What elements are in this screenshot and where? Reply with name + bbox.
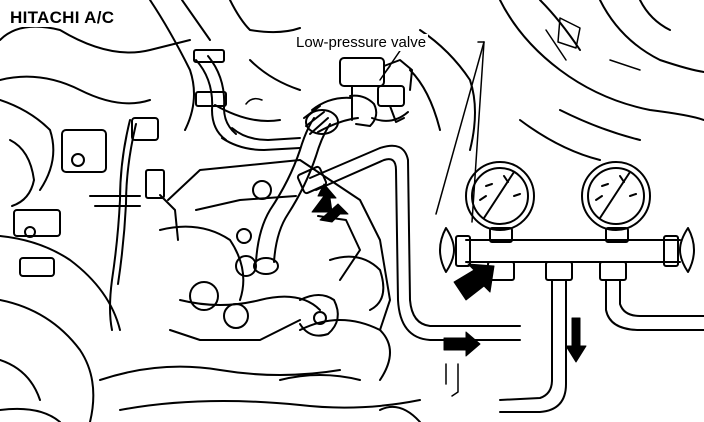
pressure-gauge-icon bbox=[581, 161, 651, 243]
figure-title: HITACHI A/C bbox=[8, 8, 117, 27]
left-components bbox=[13, 117, 179, 331]
flow-arrows bbox=[311, 183, 587, 363]
manifold-gauge-set bbox=[439, 161, 695, 281]
low-pressure-valve-label: Low-pressure valve bbox=[294, 34, 429, 51]
pressure-gauge-icon bbox=[465, 161, 535, 243]
upper-tubing bbox=[193, 49, 301, 151]
charging-hose-low bbox=[296, 144, 521, 341]
misc-details bbox=[245, 17, 641, 397]
manifold-hoses bbox=[499, 279, 704, 413]
flow-arrow-icon bbox=[565, 317, 587, 363]
flow-arrow-icon bbox=[453, 263, 495, 301]
flow-arrow-icon bbox=[311, 183, 349, 223]
flow-arrow-icon bbox=[443, 331, 481, 357]
suction-hose bbox=[253, 94, 378, 275]
engine-block bbox=[167, 159, 391, 381]
